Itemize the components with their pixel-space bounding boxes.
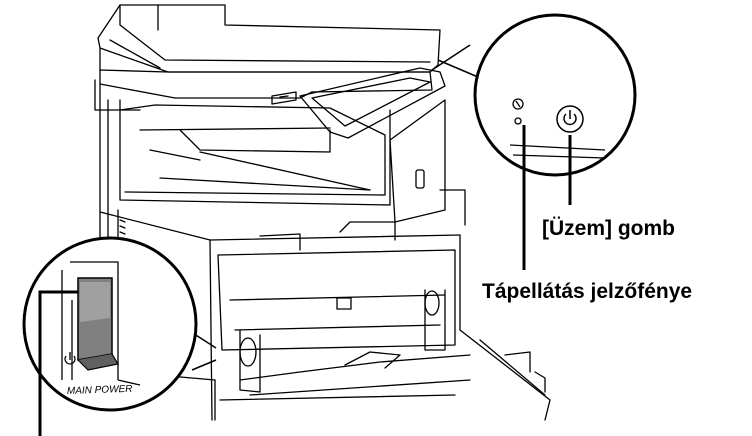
front-right-panel xyxy=(389,99,466,226)
main-power-switch-rocker xyxy=(77,277,119,371)
document-feeder xyxy=(97,4,441,73)
bypass-tray xyxy=(219,329,551,421)
power-icon xyxy=(556,105,584,133)
main-switch-leader xyxy=(38,290,78,436)
output-tray xyxy=(119,99,391,206)
power-plug-icon xyxy=(512,98,524,125)
scanner-body xyxy=(94,69,433,111)
main-power-text: MAIN POWER xyxy=(67,384,133,397)
power-indicator-label: Tápellátás jelzőfénye xyxy=(482,280,693,303)
power-icon xyxy=(64,352,76,365)
power-button-label: [Üzem] gomb xyxy=(542,217,675,240)
operation-panel xyxy=(271,67,446,139)
front-door xyxy=(217,221,456,393)
main-power-zoom-callout xyxy=(22,236,217,412)
power-button-zoom-callout xyxy=(431,13,637,177)
